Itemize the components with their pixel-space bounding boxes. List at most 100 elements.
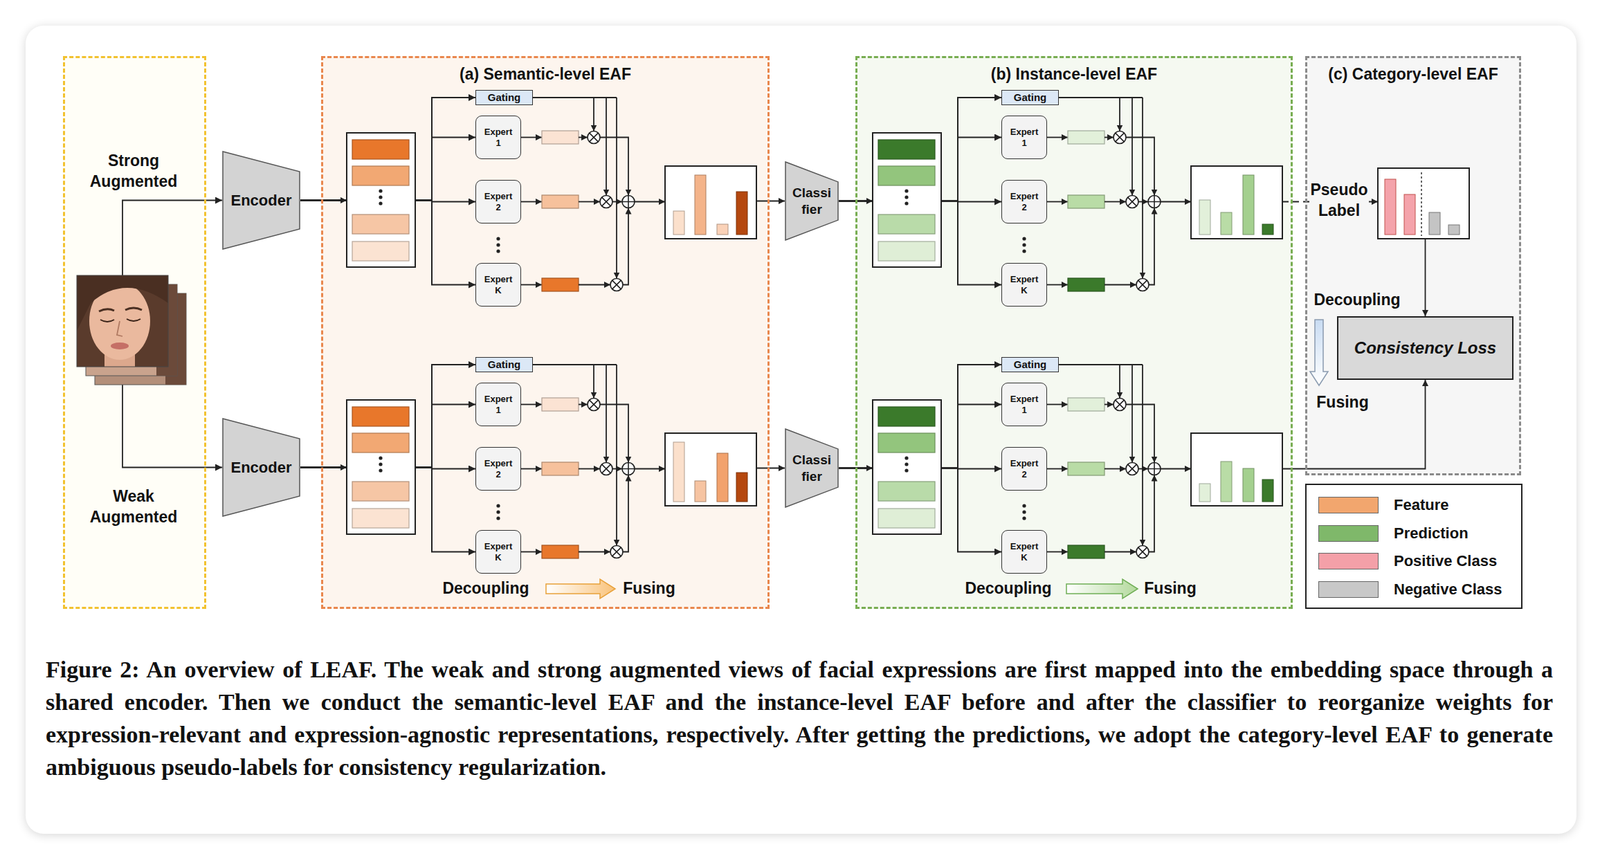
photo-frame — [76, 275, 169, 367]
legend-row: Positive Class — [1306, 551, 1522, 571]
node-label: Expert K — [1008, 541, 1041, 563]
trapezoid-outline — [785, 161, 839, 241]
panel-fill — [62, 56, 207, 609]
trapezoid-shape — [784, 161, 839, 241]
legend-row: Negative Class — [1306, 579, 1522, 600]
trapezoid-outline — [222, 151, 300, 250]
connector-arrow — [838, 364, 1002, 469]
wire-line — [578, 468, 600, 470]
wire-line — [1131, 364, 1133, 463]
wire-line — [1104, 137, 1114, 139]
wire-line — [1047, 468, 1068, 470]
annotation-label: Decoupling — [442, 578, 529, 600]
sum-symbol — [622, 462, 635, 476]
face-photo — [76, 275, 169, 367]
gating-box: Gating — [475, 89, 533, 106]
legend-row: Feature — [1306, 495, 1522, 515]
process-arrow — [546, 579, 616, 599]
ellipsis-dots — [496, 236, 500, 253]
multiply-symbol — [587, 398, 600, 412]
wire-line — [634, 201, 666, 203]
multiply-symbol — [1113, 131, 1126, 144]
wire-line — [578, 137, 588, 139]
expert-box: Expert 1 — [1001, 382, 1048, 427]
panel-fill — [1305, 56, 1522, 476]
wire-line — [1047, 284, 1068, 286]
legend-label: Feature — [1393, 495, 1449, 515]
node-label: Encoder — [230, 458, 292, 478]
wire-line — [578, 551, 611, 553]
feature-vector — [541, 545, 579, 559]
feature-vector — [1067, 462, 1105, 476]
expert-box: Expert 2 — [475, 447, 522, 491]
wire-line — [1424, 238, 1427, 317]
wire-line — [532, 96, 617, 99]
trapezoid-block: Classi fier — [784, 428, 839, 508]
wire-line — [864, 200, 873, 203]
feature-stack — [346, 132, 416, 268]
node-label: Consistency Loss — [1354, 338, 1497, 358]
multiply-symbol — [587, 131, 600, 144]
trapezoid-block: Classi fier — [784, 161, 839, 241]
ellipsis-dots — [904, 188, 908, 205]
panel-region: Consistency Loss(c) Category-level EAF — [1305, 56, 1522, 476]
prediction-histogram — [665, 166, 757, 239]
trapezoid-outline — [222, 418, 300, 517]
expert-box: Expert 2 — [1001, 447, 1048, 491]
wire-line — [578, 201, 600, 203]
node-label: Classi fier — [790, 451, 834, 486]
feature-stack — [346, 400, 416, 535]
wire-line — [634, 468, 666, 470]
expert-box: Expert K — [475, 530, 522, 574]
feature-vector — [541, 278, 579, 292]
wire-line — [1104, 201, 1126, 203]
wire-line — [521, 468, 542, 470]
gating-box: Gating — [475, 357, 533, 373]
node-label: Gating — [487, 358, 522, 371]
feature-vector — [1067, 545, 1105, 559]
annotation-label: Decoupling — [964, 578, 1052, 600]
wire-line — [605, 97, 607, 196]
wire-line — [1125, 137, 1155, 196]
panel-region: Strong AugmentedWeak Augmented — [62, 56, 207, 609]
trapezoid-block: Encoder — [222, 417, 301, 517]
node-label: Expert 2 — [1008, 191, 1041, 213]
prediction-histogram — [1191, 166, 1283, 239]
node-label: Expert 1 — [482, 126, 515, 149]
multiply-symbol — [1125, 462, 1139, 476]
feature-stack — [872, 132, 942, 268]
legend-box: FeaturePredictionPositive ClassNegative … — [1305, 483, 1523, 609]
process-arrow — [1310, 319, 1329, 386]
connector-arrow — [206, 467, 223, 469]
feature-vector — [541, 130, 579, 144]
node-label: Expert 1 — [1008, 126, 1041, 149]
panel-title: (a) Semantic-level EAF — [323, 64, 768, 84]
multiply-symbol — [1113, 398, 1126, 412]
ellipsis-dots — [1022, 236, 1026, 253]
wire-line — [1141, 97, 1144, 279]
wire-line — [1138, 201, 1149, 203]
wire-line — [1104, 404, 1114, 406]
node-label: Gating — [487, 91, 522, 104]
wire-line — [1104, 284, 1137, 286]
node-label: Gating — [1013, 91, 1048, 104]
wire-line — [1160, 468, 1192, 470]
node-label: Expert 2 — [1008, 458, 1041, 480]
ellipsis-dots — [1022, 503, 1026, 520]
wire-line — [1148, 208, 1155, 286]
wire-line — [612, 468, 623, 470]
multiply-symbol — [1125, 195, 1139, 209]
sum-symbol — [1148, 462, 1161, 476]
wire-line — [122, 384, 207, 468]
input-view-label: Strong Augmented — [71, 150, 196, 193]
wire-line — [600, 404, 629, 463]
node-label: Expert 2 — [482, 458, 515, 480]
feature-vector — [1067, 130, 1105, 144]
gating-box: Gating — [1001, 89, 1059, 106]
wire-line — [1047, 201, 1068, 203]
ellipsis-dots — [904, 456, 908, 472]
wire-line — [1282, 379, 1426, 470]
annotation-label: Fusing — [1143, 578, 1196, 600]
wire-line — [1047, 404, 1068, 406]
figure-caption: Figure 2: An overview of LEAF. The weak … — [45, 653, 1553, 784]
